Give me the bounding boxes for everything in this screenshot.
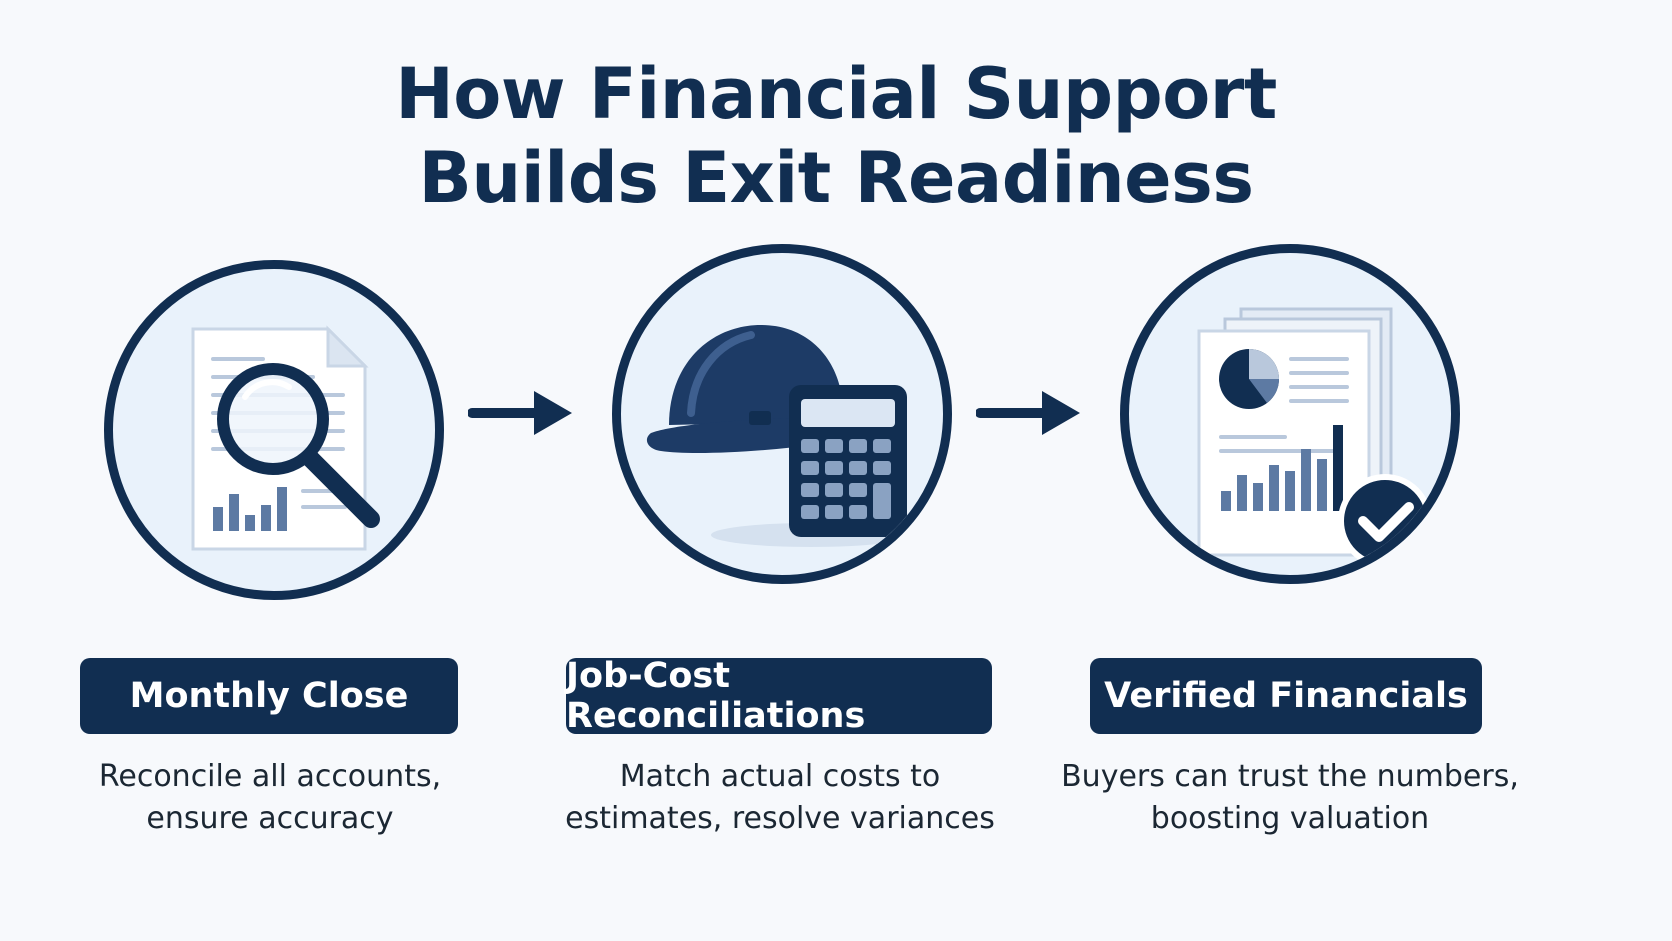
step-1-desc-line-1: Reconcile all accounts, (98, 759, 442, 794)
title-line-2: Builds Exit Readiness (418, 137, 1254, 219)
arrow-right-icon (976, 391, 1080, 435)
step-1-desc-line-2: ensure accuracy (146, 801, 394, 836)
step-2-description: Match actual costs to estimates, resolve… (560, 756, 1000, 840)
page-title: How Financial Support Builds Exit Readin… (0, 52, 1672, 220)
step-3-desc-line-2: boosting valuation (1150, 801, 1430, 836)
step-2-desc-line-2: estimates, resolve variances (565, 801, 995, 836)
step-2-circle (612, 244, 952, 584)
step-1-label: Monthly Close (80, 658, 458, 734)
step-2-label-text: Job-Cost Reconciliations (566, 656, 866, 736)
step-3-label-text: Verified Financials (1104, 676, 1468, 716)
arrow-right-icon (468, 391, 572, 435)
step-1-circle (104, 260, 444, 600)
step-2-label: Job-Cost Reconciliations (566, 656, 992, 736)
step-3-description: Buyers can trust the numbers, boosting v… (1060, 756, 1520, 840)
step-3-circle (1120, 244, 1460, 584)
hardhat-calculator-icon (646, 325, 911, 547)
report-checkmark-icon (1197, 307, 1432, 568)
step-3-desc-line-1: Buyers can trust the numbers, (1061, 759, 1519, 794)
step-2-desc-line-1: Match actual costs to (619, 759, 941, 794)
title-line-1: How Financial Support (395, 53, 1277, 135)
document-magnifier-icon (191, 325, 380, 551)
step-1-description: Reconcile all accounts, ensure accuracy (60, 756, 480, 840)
step-3-label: Verified Financials (1090, 658, 1482, 734)
step-1-label-text: Monthly Close (129, 676, 409, 716)
